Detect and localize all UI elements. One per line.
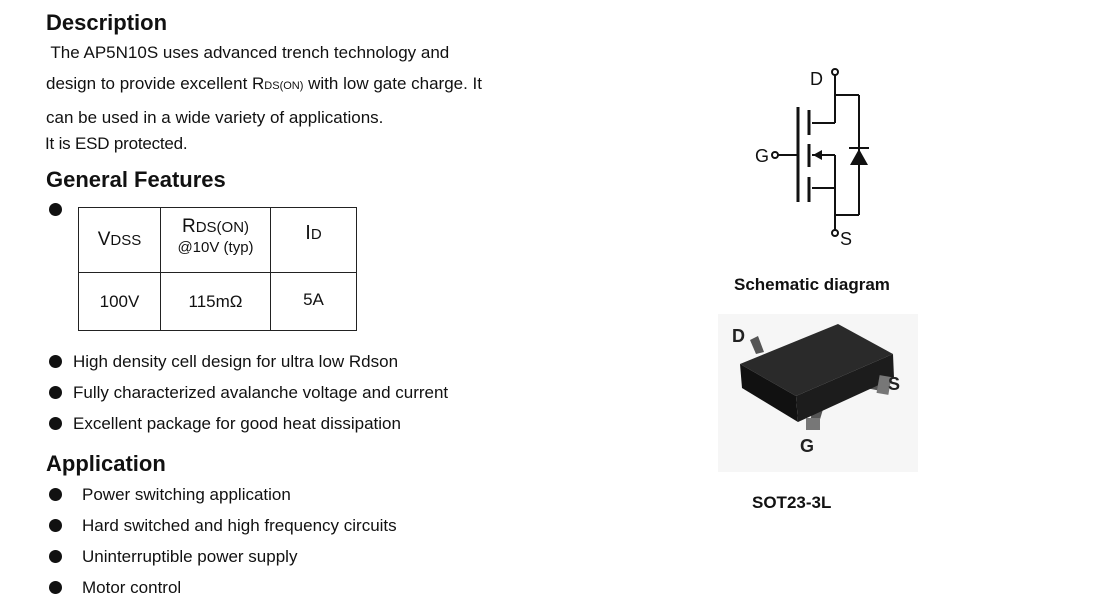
- description-line-3: can be used in a wide variety of applica…: [46, 108, 384, 127]
- package-pin-g-label: G: [800, 436, 815, 456]
- application-item: Motor control: [49, 578, 397, 609]
- rdson-value: 115mΩ: [160, 272, 271, 331]
- package-pin-d-label: D: [732, 326, 745, 346]
- schematic-caption: Schematic diagram: [734, 275, 890, 294]
- bullet-icon: [49, 417, 62, 430]
- gate-terminal: [771, 151, 779, 159]
- drain-terminal: [831, 68, 839, 76]
- feature-item: High density cell design for ultra low R…: [49, 352, 448, 383]
- description-line-2-text: design to provide excellent R: [46, 74, 265, 93]
- bullet-icon: [49, 519, 62, 532]
- spec-table-header-row: VDSS RDS(ON) @10V (typ) ID: [78, 207, 357, 273]
- bullet-icon: [49, 488, 62, 501]
- bullet-icon: [49, 355, 62, 368]
- bullet-icon: [49, 386, 62, 399]
- diode-icon: [850, 149, 868, 165]
- id-header: ID: [270, 207, 357, 273]
- source-label: S: [840, 229, 853, 249]
- package-pin-s-label: S: [888, 374, 901, 394]
- application-item: Hard switched and high frequency circuit…: [49, 516, 397, 547]
- features-heading: General Features: [46, 167, 226, 192]
- package-caption: SOT23-3L: [752, 493, 832, 512]
- feature-item: Fully characterized avalanche voltage an…: [49, 383, 448, 414]
- bullet-icon: [49, 550, 62, 563]
- id-value: 5A: [270, 272, 357, 331]
- vdss-value: 100V: [78, 272, 161, 331]
- description-line-2-tail: with low gate charge. It: [303, 74, 482, 93]
- application-item: Uninterruptible power supply: [49, 547, 397, 578]
- application-heading: Application: [46, 451, 166, 476]
- gate-label: G: [755, 146, 770, 166]
- sot23-package-image: [718, 314, 918, 472]
- bullet-icon: [49, 581, 62, 594]
- feature-list: High density cell design for ultra low R…: [49, 352, 448, 445]
- esd-note: It is ESD protected.: [45, 134, 188, 153]
- spec-table-value-row: 100V 115mΩ 5A: [78, 272, 357, 331]
- mosfet-schematic: [771, 68, 869, 237]
- application-list: Power switching application Hard switche…: [49, 485, 397, 609]
- feature-item: Excellent package for good heat dissipat…: [49, 414, 448, 445]
- arrow-icon: [813, 150, 822, 160]
- description-line-2: design to provide excellent RDS(ON) with…: [46, 68, 482, 102]
- rdson-subscript: DS(ON): [264, 80, 304, 92]
- description-heading: Description: [46, 10, 168, 35]
- application-item: Power switching application: [49, 485, 397, 516]
- description-line-1: The AP5N10S uses advanced trench technol…: [46, 43, 450, 62]
- spec-table: VDSS RDS(ON) @10V (typ) ID 100V 115mΩ 5A: [78, 207, 357, 331]
- description-text: The AP5N10S uses advanced trench technol…: [46, 37, 482, 133]
- drain-label: D: [810, 69, 823, 89]
- rdson-header: RDS(ON) @10V (typ): [160, 207, 271, 273]
- vdss-header: VDSS: [78, 207, 161, 273]
- table-bullet-icon: [49, 203, 62, 216]
- source-terminal: [831, 229, 839, 237]
